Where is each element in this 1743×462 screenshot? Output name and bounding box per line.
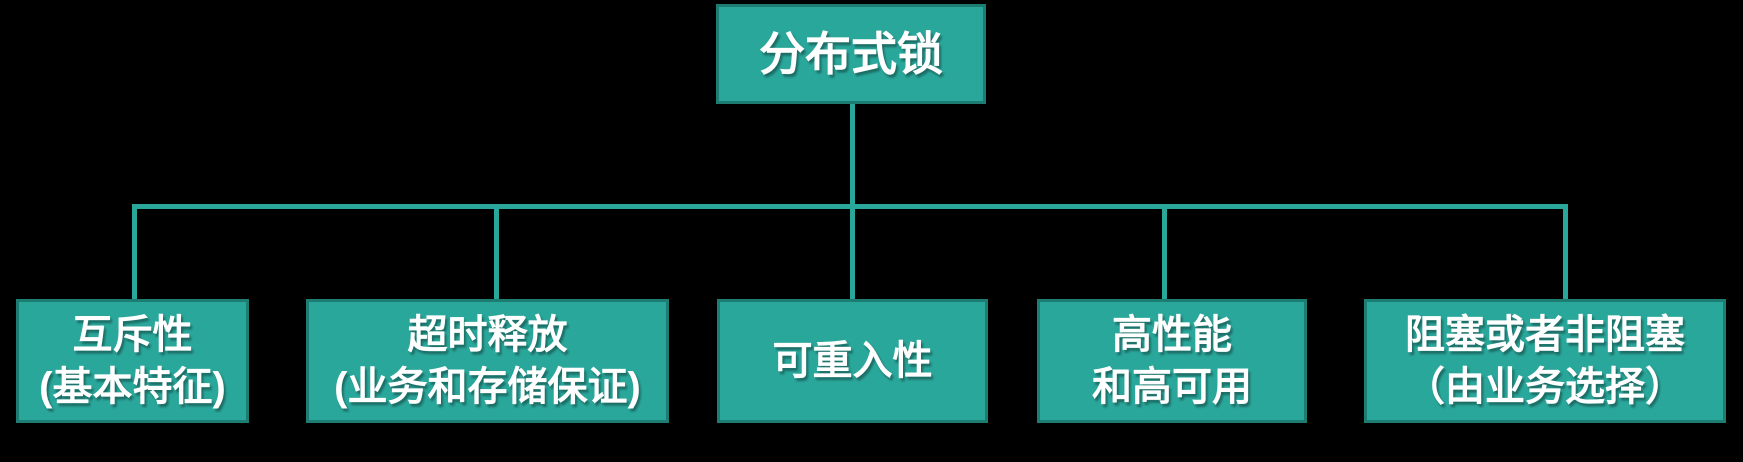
connector-drop-timeout-release <box>494 204 499 299</box>
node-distributed-lock: 分布式锁 <box>716 4 986 104</box>
connector-drop-performance-availability <box>1162 204 1167 299</box>
node-performance-availability: 高性能 和高可用 <box>1037 299 1307 423</box>
node-blocking-or-nonblocking: 阻塞或者非阻塞 （由业务选择） <box>1364 299 1726 423</box>
node-mutual-exclusivity: 互斥性 (基本特征) <box>16 299 249 423</box>
node-label: 超时释放 (业务和存储保证) <box>334 313 641 409</box>
node-label: 可重入性 <box>772 339 933 383</box>
node-reentrancy: 可重入性 <box>717 299 988 423</box>
node-label: 分布式锁 <box>759 28 943 80</box>
connector-drop-reentrancy <box>850 204 855 299</box>
node-label: 互斥性 (基本特征) <box>39 313 226 409</box>
node-label: 阻塞或者非阻塞 （由业务选择） <box>1405 313 1685 409</box>
connector-root-stem <box>850 104 855 204</box>
connector-drop-blocking-or-nonblocking <box>1563 204 1568 299</box>
node-label: 高性能 和高可用 <box>1092 313 1252 409</box>
node-timeout-release: 超时释放 (业务和存储保证) <box>306 299 669 423</box>
connector-drop-mutual-exclusivity <box>132 204 137 299</box>
